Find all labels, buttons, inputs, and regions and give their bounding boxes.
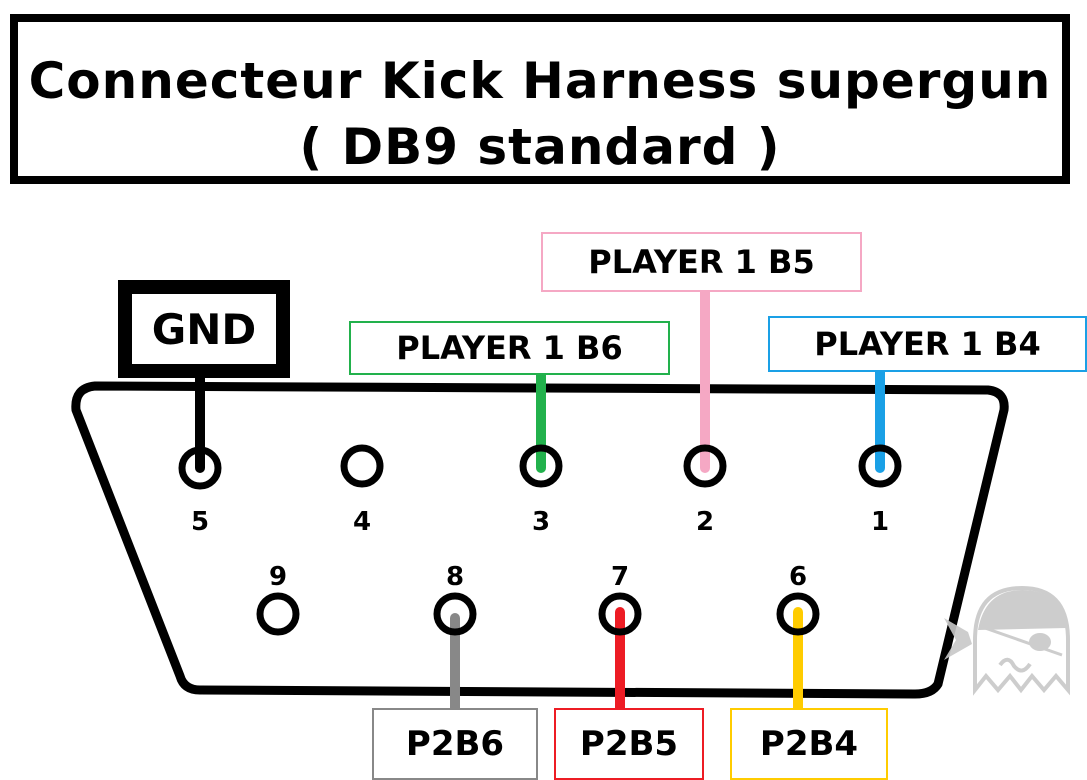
pin-7-socket	[598, 592, 642, 636]
pin-number-7: 7	[611, 562, 629, 592]
pin-3-socket	[519, 444, 563, 488]
pin-number-6: 6	[789, 562, 807, 592]
title-line-2: ( DB9 standard )	[299, 118, 781, 176]
title-line-1: Connecteur Kick Harness supergun	[28, 52, 1052, 110]
pin-number-1: 1	[871, 507, 889, 537]
pin-number-9: 9	[269, 562, 287, 592]
pin-9-socket	[256, 592, 300, 636]
pin-number-2: 2	[696, 507, 714, 537]
pin-4-socket	[340, 444, 384, 488]
label-pin-2: PLAYER 1 B5	[541, 232, 862, 292]
title-box: Connecteur Kick Harness supergun ( DB9 s…	[10, 14, 1070, 184]
pin-2-socket	[683, 444, 727, 488]
pin-number-5: 5	[191, 507, 209, 537]
pin-number-4: 4	[353, 507, 371, 537]
label-pin-1: PLAYER 1 B4	[768, 316, 1087, 372]
label-pin-6: P2B4	[730, 708, 888, 780]
pin-8-socket	[433, 592, 477, 636]
db9-outline	[71, 381, 1009, 699]
pin-6-socket	[776, 592, 820, 636]
label-pin-7: P2B5	[554, 708, 704, 780]
pin-number-8: 8	[446, 562, 464, 592]
pin-number-3: 3	[532, 507, 550, 537]
label-pin-5-gnd: GND	[118, 280, 290, 378]
pin-1-socket	[858, 444, 902, 488]
label-pin-3: PLAYER 1 B6	[349, 321, 670, 375]
label-pin-8: P2B6	[372, 708, 538, 780]
pirate-ghost-icon	[944, 585, 1070, 696]
pin-5-socket	[178, 446, 222, 490]
